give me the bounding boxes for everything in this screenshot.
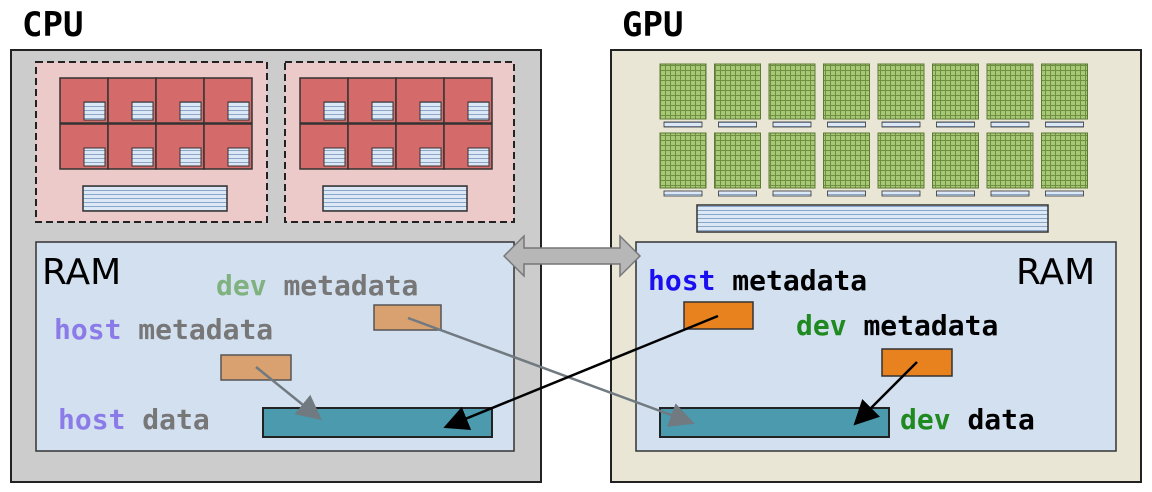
metadata-suffix: metadata — [732, 264, 867, 297]
dev-prefix: dev — [796, 309, 847, 342]
cpu-cache-bar — [322, 185, 468, 212]
cpu-host-data-label: host data — [58, 403, 210, 436]
cpu-core — [299, 123, 349, 170]
gpu-sm — [986, 132, 1034, 197]
cpu-core — [203, 77, 253, 124]
gpu-sm — [932, 63, 979, 128]
cpu-socket-2 — [284, 61, 515, 223]
gpu-sm — [1041, 63, 1088, 128]
data-suffix: data — [142, 403, 209, 436]
gpu-sm — [932, 132, 979, 197]
gpu-dev-data-label: dev data — [900, 403, 1035, 436]
gpu-sm — [768, 132, 816, 197]
metadata-suffix: metadata — [863, 309, 998, 342]
host-prefix: host — [58, 403, 125, 436]
gpu-sm — [877, 132, 925, 197]
host-prefix: host — [648, 264, 715, 297]
transfer-double-arrow-icon — [502, 234, 642, 278]
gpu-sm — [823, 63, 870, 128]
cpu-core — [107, 123, 157, 170]
cpu-core — [347, 77, 397, 124]
gpu-dev-pointer-arrow — [853, 361, 918, 426]
dev-prefix: dev — [216, 269, 267, 302]
metadata-suffix: metadata — [283, 269, 418, 302]
cpu-title: CPU — [22, 5, 83, 45]
cpu-core — [443, 77, 493, 124]
cpu-core — [155, 77, 205, 124]
gpu-sm — [877, 63, 925, 128]
gpu-sm-array — [659, 63, 1088, 197]
gpu-sm — [768, 63, 816, 128]
cpu-core — [347, 123, 397, 170]
cpu-dev-metadata-label: dev metadata — [216, 269, 418, 302]
cpu-core — [59, 123, 109, 170]
cpu-core — [299, 77, 349, 124]
data-suffix: data — [967, 403, 1034, 436]
gpu-sm — [714, 63, 761, 128]
cpu-core — [107, 77, 157, 124]
gpu-sm — [1041, 132, 1088, 197]
host-prefix: host — [54, 313, 121, 346]
gpu-host-pointer-arrow — [443, 314, 719, 431]
cpu-host-metadata-label: host metadata — [54, 313, 273, 346]
gpu-l2-cache-bar — [696, 204, 1049, 233]
gpu-dev-metadata-label: dev metadata — [796, 309, 998, 342]
cpu-host-pointer-arrow — [255, 366, 322, 421]
gpu-ram-label: RAM — [1016, 252, 1095, 293]
gpu-title: GPU — [622, 5, 683, 45]
cpu-core — [59, 77, 109, 124]
metadata-suffix: metadata — [138, 313, 273, 346]
gpu-sm — [714, 132, 761, 197]
cpu-socket-1 — [35, 61, 268, 223]
gpu-sm — [659, 132, 707, 197]
cpu-dev-pointer-arrow — [407, 316, 695, 427]
gpu-sm — [986, 63, 1034, 128]
gpu-sm — [659, 63, 707, 128]
cpu-core — [155, 123, 205, 170]
dev-prefix: dev — [900, 403, 951, 436]
cpu-ram-label: RAM — [42, 252, 121, 293]
cpu-core — [395, 123, 445, 170]
cpu-core — [395, 77, 445, 124]
cpu-core — [203, 123, 253, 170]
gpu-dev-data-block — [659, 407, 890, 438]
gpu-host-metadata-label: host metadata — [648, 264, 867, 297]
cpu-ram: RAM dev metadata host metadata host data — [35, 241, 515, 452]
cpu-core — [443, 123, 493, 170]
cpu-cache-bar — [82, 185, 228, 212]
gpu-sm — [823, 132, 870, 197]
gpu-ram: RAM host metadata dev metadata dev data — [635, 241, 1117, 452]
